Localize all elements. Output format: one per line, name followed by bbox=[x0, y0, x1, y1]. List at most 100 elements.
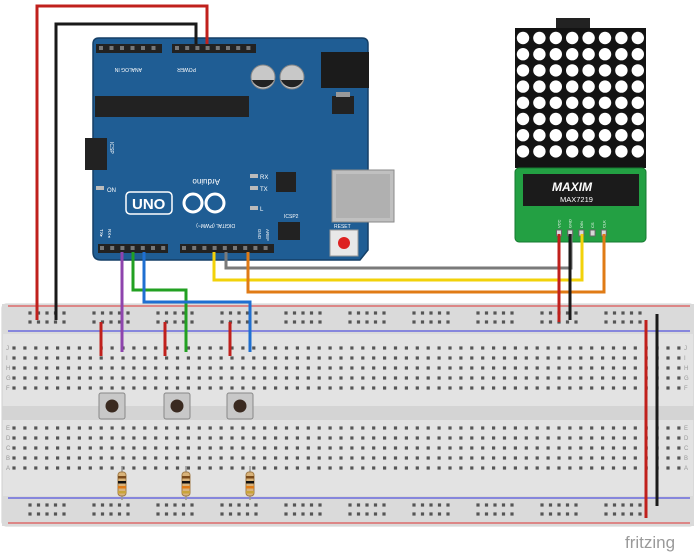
breadboard-hole bbox=[611, 466, 616, 470]
breadboard-hole bbox=[143, 386, 147, 390]
breadboard-hole bbox=[165, 376, 169, 380]
breadboard-hole bbox=[154, 436, 158, 440]
breadboard-hole bbox=[88, 446, 92, 450]
breadboard-hole bbox=[361, 376, 365, 380]
breadboard-hole bbox=[186, 466, 190, 470]
push-button-cap[interactable] bbox=[105, 399, 119, 413]
breadboard-hole bbox=[274, 436, 278, 440]
rail-hole bbox=[126, 320, 130, 324]
breadboard-hole bbox=[23, 436, 27, 440]
breadboard-hole bbox=[230, 376, 234, 380]
breadboard-hole bbox=[12, 426, 16, 430]
push-button[interactable] bbox=[163, 392, 191, 420]
breadboard-hole bbox=[219, 366, 223, 370]
breadboard-hole bbox=[404, 366, 408, 370]
breadboard-hole bbox=[154, 466, 158, 470]
breadboard-hole bbox=[284, 466, 289, 470]
breadboard-hole bbox=[535, 446, 539, 450]
push-button[interactable] bbox=[226, 392, 254, 420]
breadboard-hole bbox=[143, 426, 147, 430]
push-button-cap[interactable] bbox=[170, 399, 184, 413]
breadboard-hole bbox=[165, 346, 169, 350]
breadboard-hole bbox=[361, 456, 365, 460]
rail-hole bbox=[446, 503, 450, 507]
uno-logo-box bbox=[125, 191, 173, 215]
breadboard-hole bbox=[317, 456, 321, 460]
breadboard-hole bbox=[622, 346, 626, 350]
breadboard-hole bbox=[677, 436, 681, 440]
breadboard-hole bbox=[513, 346, 517, 350]
rail-hole bbox=[604, 311, 608, 315]
reset-button-cap[interactable] bbox=[338, 237, 350, 249]
module-pin-label: VCC bbox=[557, 219, 562, 228]
rail-hole bbox=[117, 311, 122, 315]
breadboard-hole bbox=[284, 356, 289, 360]
breadboard-hole bbox=[165, 456, 169, 460]
breadboard-hole bbox=[295, 436, 299, 440]
breadboard-hole bbox=[524, 436, 528, 440]
breadboard-hole bbox=[426, 446, 430, 450]
rail-hole bbox=[109, 503, 113, 507]
breadboard-hole bbox=[524, 356, 528, 360]
breadboard-hole bbox=[12, 356, 16, 360]
matrix-led bbox=[598, 129, 612, 142]
breadboard-hole bbox=[622, 386, 626, 390]
breadboard-hole bbox=[241, 436, 245, 440]
breadboard-hole bbox=[677, 356, 681, 360]
fritzing-watermark: fritzing bbox=[625, 533, 675, 552]
resistor-band bbox=[246, 481, 254, 484]
breadboard-hole bbox=[132, 426, 136, 430]
rail-hole bbox=[484, 311, 489, 315]
matrix-led bbox=[566, 48, 579, 61]
breadboard-hole bbox=[186, 426, 190, 430]
matrix-led bbox=[615, 129, 628, 142]
breadboard-hole bbox=[677, 346, 681, 350]
push-button-cap[interactable] bbox=[233, 399, 247, 413]
breadboard-hole bbox=[328, 376, 332, 380]
rail-hole bbox=[126, 311, 130, 315]
breadboard-hole bbox=[513, 446, 517, 450]
breadboard-hole bbox=[677, 386, 681, 390]
breadboard-hole bbox=[481, 356, 485, 360]
rail-hole bbox=[318, 320, 322, 324]
breadboard-hole bbox=[426, 436, 430, 440]
wire-din-yellow bbox=[212, 234, 584, 282]
power-pin bbox=[226, 46, 230, 50]
breadboard-hole bbox=[208, 376, 212, 380]
breadboard-hole bbox=[666, 436, 670, 440]
rail-hole bbox=[446, 320, 450, 324]
breadboard-hole bbox=[535, 356, 539, 360]
breadboard-hole bbox=[481, 366, 485, 370]
breadboard-hole bbox=[448, 366, 452, 370]
push-button[interactable] bbox=[98, 392, 126, 420]
breadboard-hole bbox=[186, 456, 190, 460]
breadboard-hole bbox=[666, 346, 670, 350]
breadboard-hole bbox=[121, 366, 125, 370]
rail-hole bbox=[126, 512, 130, 516]
breadboard-hole bbox=[372, 356, 376, 360]
breadboard-hole bbox=[110, 366, 114, 370]
row-letter: I bbox=[6, 356, 8, 362]
breadboard-hole bbox=[34, 446, 38, 450]
breadboard-hole bbox=[437, 446, 441, 450]
breadboard-hole bbox=[99, 426, 103, 430]
breadboard-hole bbox=[263, 426, 267, 430]
rail-hole bbox=[604, 320, 608, 324]
breadboard-hole bbox=[470, 366, 474, 370]
row-letter: C bbox=[6, 446, 11, 452]
breadboard-hole bbox=[470, 426, 474, 430]
rail-hole bbox=[36, 320, 41, 324]
icsp-header bbox=[85, 138, 107, 170]
breadboard-hole bbox=[77, 356, 81, 360]
breadboard-hole bbox=[219, 466, 223, 470]
breadboard-hole bbox=[317, 466, 321, 470]
rail-hole bbox=[348, 512, 352, 516]
rail-hole bbox=[62, 503, 66, 507]
breadboard-hole bbox=[77, 426, 81, 430]
breadboard-hole bbox=[143, 346, 147, 350]
breadboard-hole bbox=[448, 436, 452, 440]
breadboard-hole bbox=[437, 456, 441, 460]
breadboard-hole bbox=[110, 346, 114, 350]
breadboard-hole bbox=[263, 456, 267, 460]
breadboard-hole bbox=[252, 386, 256, 390]
